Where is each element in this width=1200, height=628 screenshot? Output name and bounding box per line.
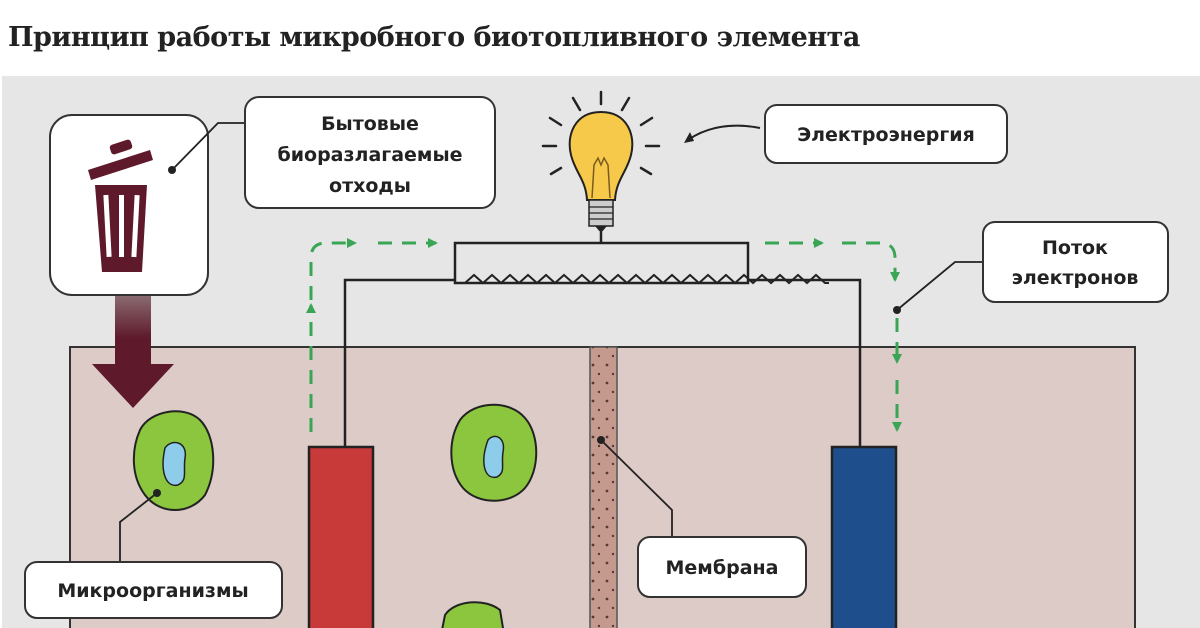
waste-label-line: биоразлагаемые — [277, 144, 462, 166]
cathode-electrode — [830, 445, 898, 628]
microorganism — [441, 601, 505, 628]
electron-flow-label-line: электронов — [1012, 267, 1139, 289]
circuit-wires — [343, 232, 862, 447]
resistor-zigzag — [455, 273, 829, 285]
electricity-label-text: Электроэнергия — [797, 124, 975, 146]
trash-can-icon — [88, 139, 153, 272]
electron-flow-label-line: Поток — [1042, 237, 1108, 259]
membrane-label: Мембрана — [637, 536, 807, 598]
light-bulb-icon — [541, 90, 661, 233]
page-title: Принцип работы микробного биотопливного … — [8, 22, 860, 53]
electron-flow-label: Поток электронов — [982, 221, 1169, 303]
waste-arrow — [92, 296, 174, 408]
electricity-pointer — [687, 124, 761, 141]
leader-lines — [119, 122, 983, 562]
waste-label-line: отходы — [329, 175, 411, 197]
electricity-label: Электроэнергия — [764, 104, 1008, 164]
waste-label-line: Бытовые — [321, 113, 419, 135]
microorganism — [132, 410, 215, 511]
waste-label: Бытовые биоразлагаемые отходы — [244, 96, 496, 209]
electron-flow-arrows — [306, 238, 902, 432]
membrane-label-text: Мембрана — [666, 557, 779, 579]
anode-electrode — [307, 445, 375, 628]
microorganism — [450, 403, 538, 502]
microorganisms-label: Микроорганизмы — [24, 561, 283, 619]
membrane — [589, 346, 618, 628]
microorganisms-label-text: Микроорганизмы — [57, 580, 248, 602]
